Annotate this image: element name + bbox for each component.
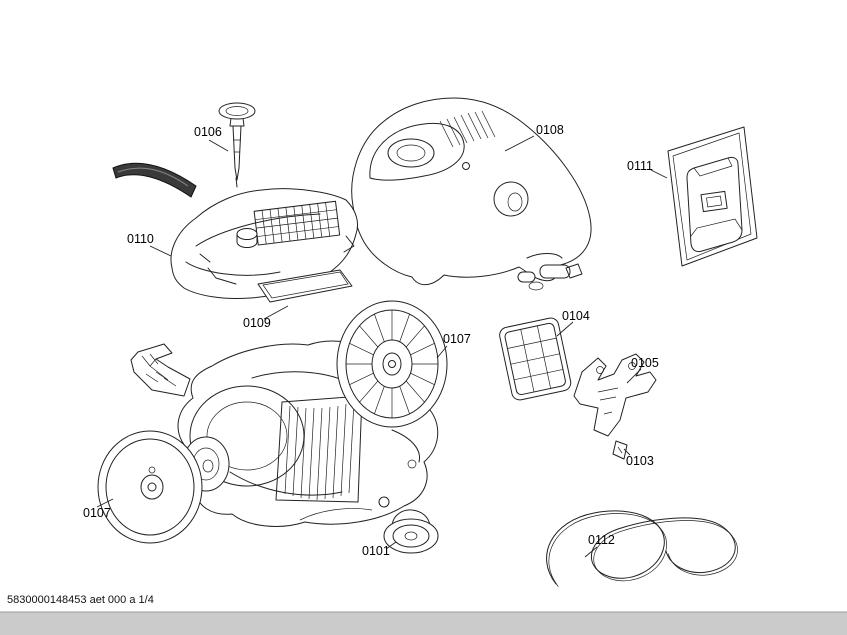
part-0110-top-cover: [170, 188, 359, 299]
part-0112-power-cord: [546, 510, 738, 587]
document-number: 5830000148453 aet 000 a 1/4: [7, 594, 154, 606]
part-label-0110: 0110: [127, 232, 154, 246]
part-label-0111: 0111: [627, 159, 653, 173]
part-label-0106: 0106: [194, 125, 222, 139]
part-label-0101: 0101: [362, 544, 390, 558]
part-label-0104: 0104: [562, 309, 590, 323]
part-label-0107-fan: 0107: [443, 332, 471, 346]
part-0109-filter-pad: [257, 269, 353, 303]
part-0111-dust-bag: [667, 126, 758, 267]
part-0107-rear-wheel: [97, 430, 203, 544]
part-label-0108: 0108: [536, 123, 564, 137]
part-0108-upper-housing: [351, 97, 592, 291]
part-label-0112: 0112: [588, 533, 615, 547]
part-0106-spike: [218, 102, 256, 188]
leader-lines: [96, 135, 668, 558]
part-label-0109: 0109: [243, 316, 271, 330]
part-left-bracket: [130, 343, 191, 397]
part-label-0103: 0103: [626, 454, 654, 468]
part-label-0105: 0105: [631, 356, 659, 370]
part-0101-caster-wheel: [383, 509, 439, 554]
part-label-0107-wheel: 0107: [83, 506, 111, 520]
part-brush-strip: [112, 162, 197, 198]
part-0107-fan-wheel: [336, 300, 448, 428]
bottom-bar: [0, 612, 847, 635]
part-0104-filter: [499, 317, 572, 401]
part-0103-clip: [612, 440, 628, 460]
